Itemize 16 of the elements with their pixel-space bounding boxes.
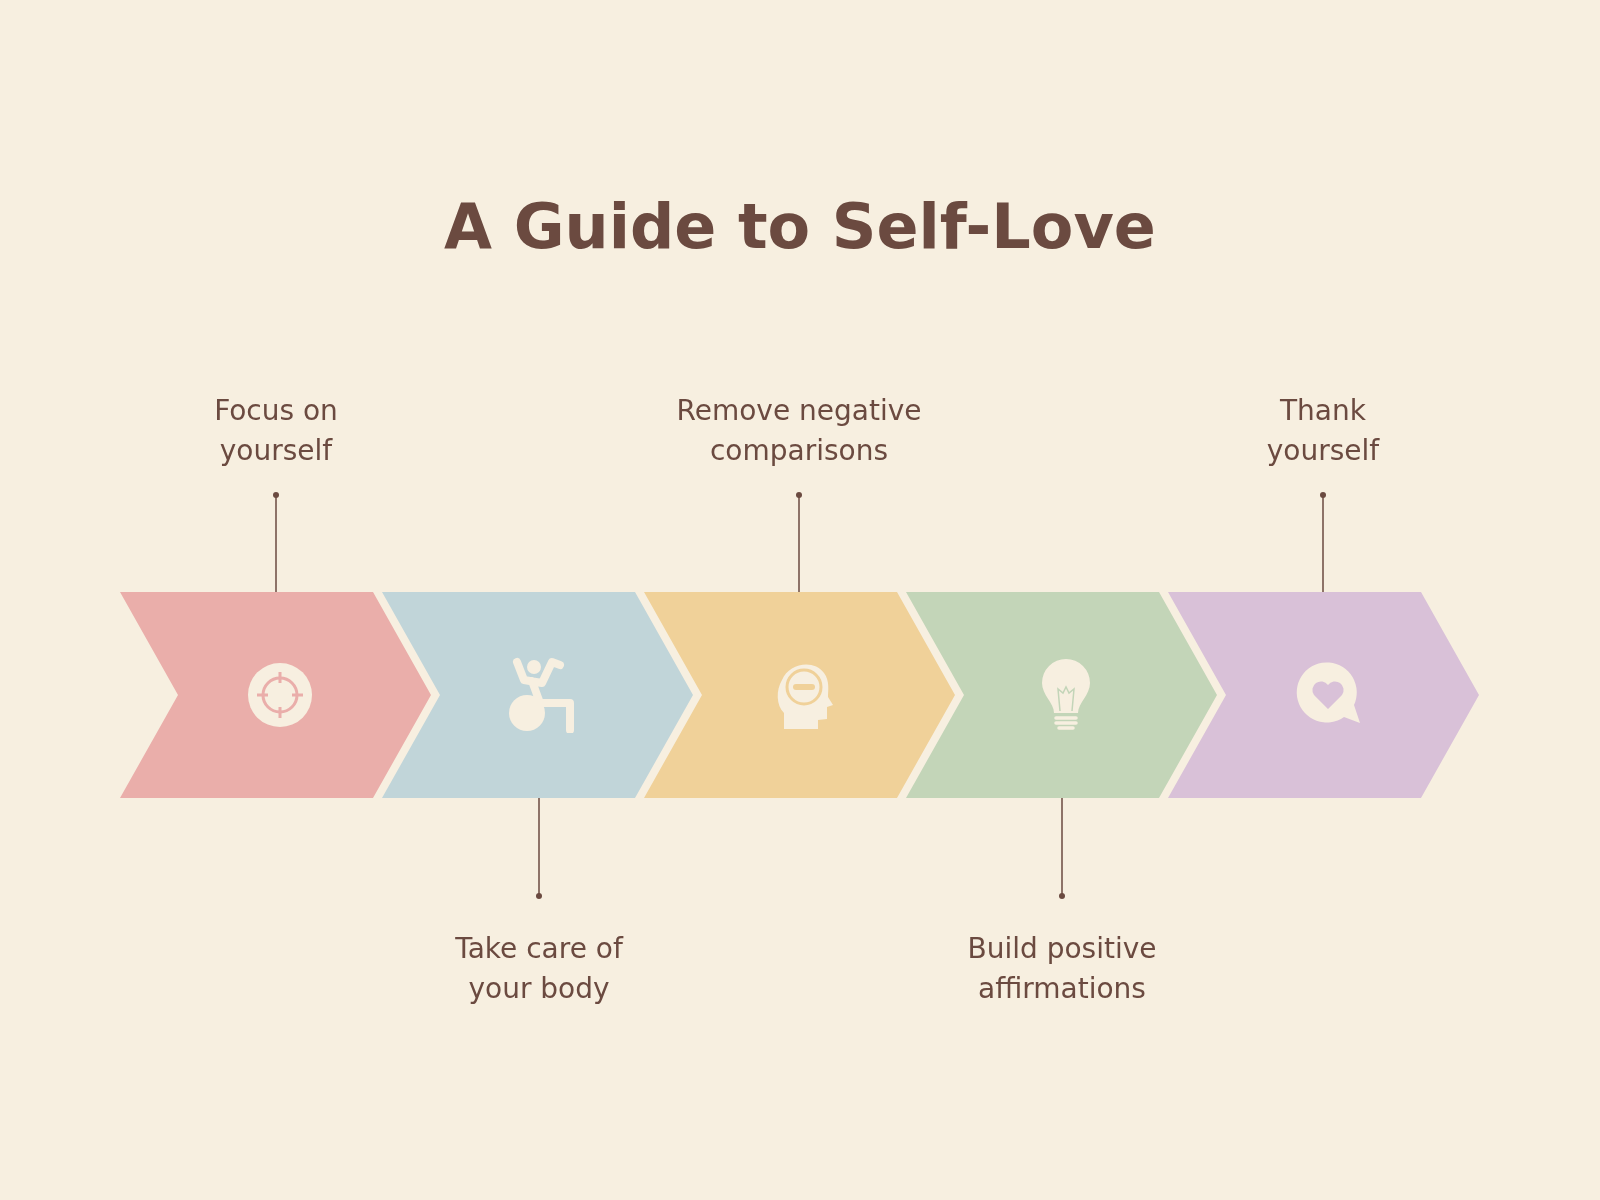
- step-label: Remove negative comparisons: [639, 391, 959, 471]
- step-label: Build positive affirmations: [937, 929, 1187, 1009]
- leader-line: [1059, 797, 1065, 899]
- chevron-step: [1168, 592, 1479, 798]
- leader-line: [1320, 492, 1326, 593]
- step-label: Take care of your body: [424, 929, 654, 1009]
- chevron-step: [120, 592, 431, 798]
- chevron-step: [906, 592, 1217, 798]
- step-label: Thank yourself: [1233, 391, 1413, 471]
- chevron-step: [382, 592, 693, 798]
- step-label: Focus on yourself: [166, 391, 386, 471]
- leader-line: [796, 492, 802, 593]
- title: A Guide to Self-Love: [443, 190, 1157, 263]
- chevron-step: [644, 592, 955, 798]
- leader-line: [536, 797, 542, 899]
- leader-line: [273, 492, 279, 593]
